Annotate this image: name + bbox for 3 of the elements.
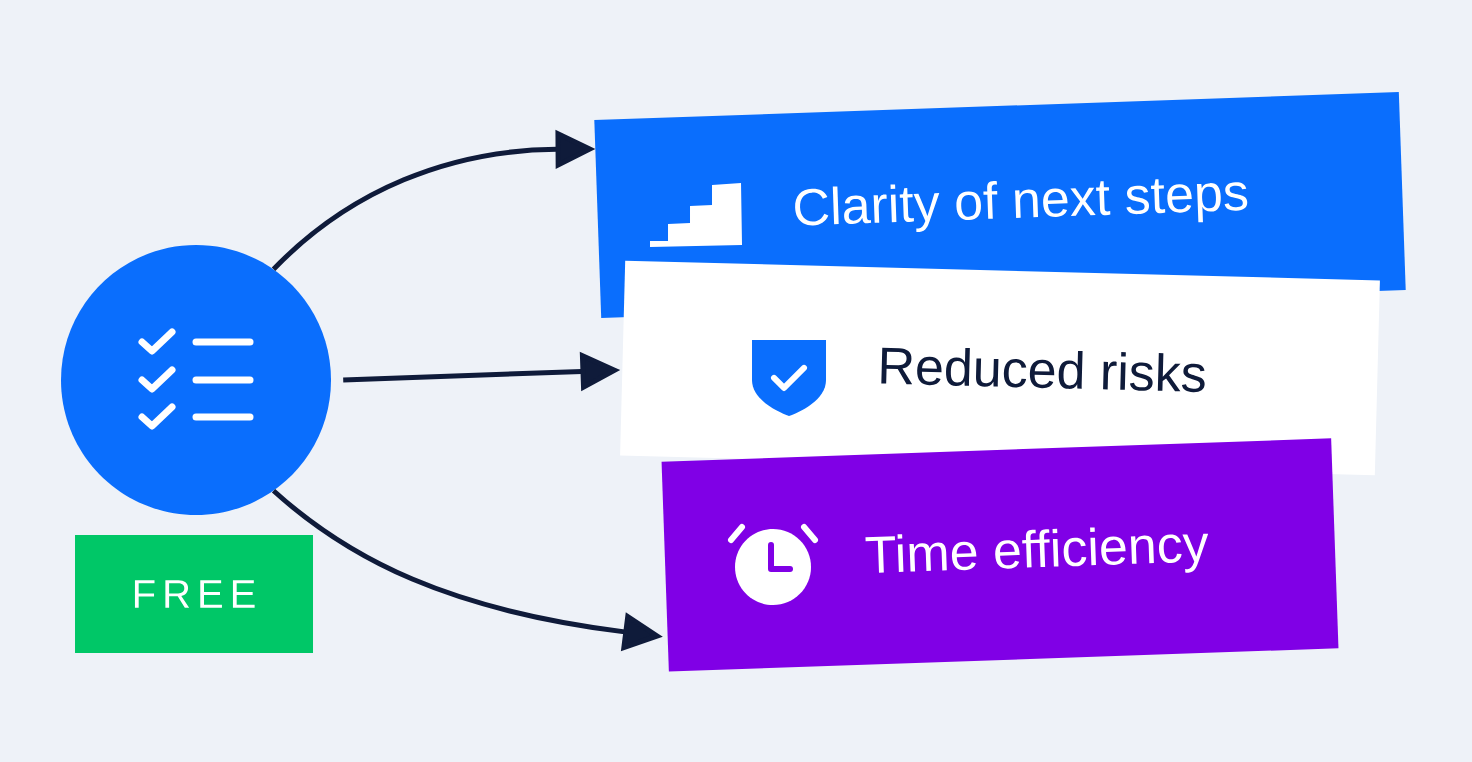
circle [61,245,331,515]
free-badge: FREE [75,535,313,653]
benefit-banner: Time efficiency [661,438,1339,672]
